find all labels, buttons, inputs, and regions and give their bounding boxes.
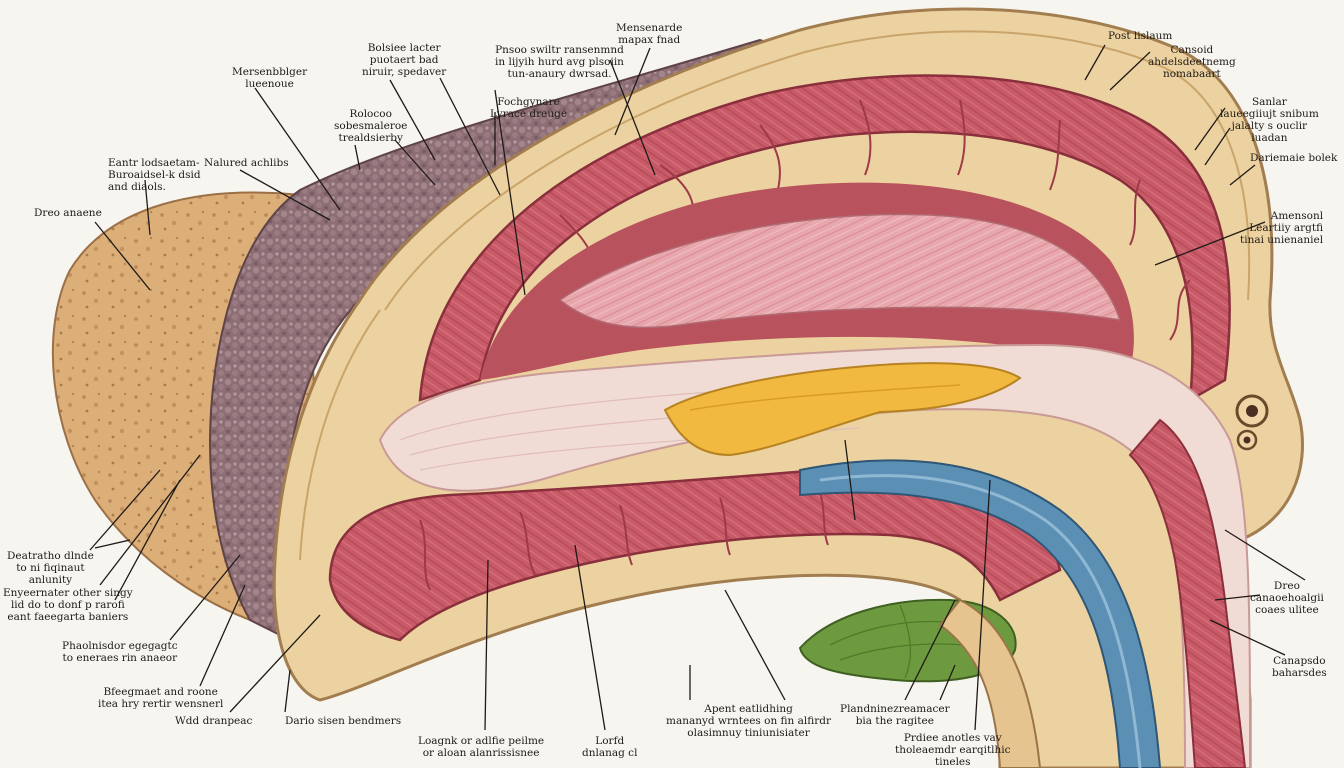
label-left-4: Deatratho dlnde to ni fiqinaut anlunity <box>7 550 94 586</box>
label-left-3: Dreo anaene <box>34 207 102 219</box>
lower-muscle-arch <box>328 466 1062 642</box>
label-top-3: Pnsoo swiltr ransenmnd in lijyih hurd av… <box>495 44 624 80</box>
blue-vessel <box>799 459 1162 768</box>
label-right-3: Amensonl Leartiiy argtfi tinai unienanie… <box>1240 210 1324 246</box>
label-right-5: Canapsdo baharsdes <box>1272 655 1327 679</box>
label-bottom-2: Dario sisen bendmers <box>285 715 402 727</box>
label-left-2: Nalured achlibs <box>204 157 289 169</box>
label-left-1: Eantr lodsaetam- Buroaidsel-k dsid and d… <box>108 157 201 193</box>
label-left-5: Enyeernater other singy lid do to donf p… <box>3 587 133 623</box>
label-upper-3: Rolocoo sobesmaleroe trealdsierby <box>334 108 408 144</box>
label-bottom-1: Wdd dranpeac <box>175 715 253 727</box>
label-left-7: Bfeegmaet and roone itea hry rertir wens… <box>98 686 224 710</box>
label-upper-4: Fochgynare Lyrace dreuge <box>490 96 568 120</box>
label-top-left-1: Mersenbblger lueenoue <box>232 66 308 90</box>
label-right-2: Dariemaie bolek <box>1250 152 1338 164</box>
label-top-4: Mensenarde mapax fnad <box>616 22 683 46</box>
descending-tube <box>938 598 1042 768</box>
label-top-2: Bolsiee lacter puotaert bad niruir, sped… <box>362 42 447 78</box>
fat-layer <box>663 362 1022 457</box>
label-right-1: Sanlar laueegiiujt snibum jalalty s oucl… <box>1220 96 1319 144</box>
upper-muscle-arch <box>418 74 1231 403</box>
pale-band <box>378 343 1251 768</box>
label-bottom-4: Lorfd dnlanag cl <box>582 735 638 759</box>
inner-mucosa <box>558 213 1122 329</box>
label-left-6: Phaolnisdor egegagtc to eneraes rin anae… <box>62 640 178 664</box>
ring-structure <box>1235 394 1269 451</box>
label-top-right-2: Cansoid ahdelsdeetnemg nomabaart <box>1148 44 1236 80</box>
label-bottom-5: Apent eatlidhing mananyd wrntees on fin … <box>666 703 832 739</box>
label-top-right-1: Post lislaum <box>1108 30 1173 42</box>
label-right-4: Dreo canaoehoalgii coaes ulitee <box>1250 580 1324 616</box>
label-bottom-3: Loagnk or adlfie peilme or aloan alanris… <box>418 735 545 759</box>
label-bottom-6: Plandninezreamacer bia the ragitee <box>840 703 950 727</box>
pebbly-tissue <box>209 38 823 642</box>
leader-lines <box>89 44 1306 731</box>
label-bottom-7: Prdiee anotles vav tholeaemdr earqitlhic… <box>895 732 1011 768</box>
